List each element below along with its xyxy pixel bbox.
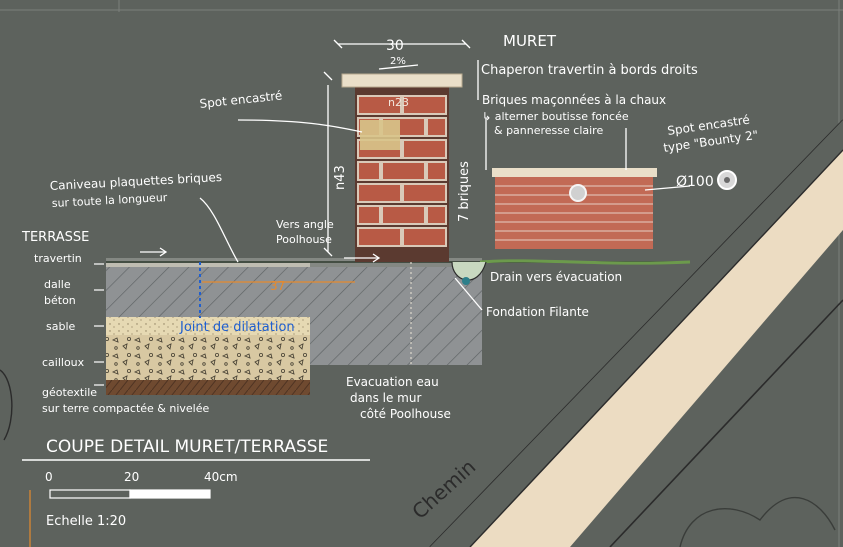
chemin-gap: [430, 120, 843, 547]
spot-symbol-center: [724, 177, 730, 183]
dalle-hatch: [106, 267, 310, 317]
dim-37-label: 37: [270, 279, 285, 293]
layer-sable: sable: [46, 320, 76, 333]
vers-angle-label-2: Poolhouse: [276, 233, 332, 246]
tree-sketch: [0, 369, 13, 441]
chemin-edge-bottom: [609, 299, 843, 547]
grass-line: [479, 259, 691, 265]
seven-bricks-label: 7 briques: [457, 161, 472, 222]
dimension-lines: [140, 39, 691, 311]
dim-width-30: 30: [386, 38, 404, 54]
scale-tick-40: 40cm: [204, 470, 238, 484]
dim-height-label: n43: [333, 165, 348, 190]
layer-leaders: [94, 263, 104, 386]
bounty-spot-lamp: [569, 184, 587, 202]
joint-dilatation-label: Joint de dilatation: [179, 320, 295, 335]
sable-dots: [106, 317, 310, 335]
evacuation-label-1: Evacuation eau: [346, 375, 439, 389]
bush-sketch: [679, 497, 836, 547]
vers-angle-label-1: Vers angle: [276, 218, 334, 231]
layer-travertin: travertin: [34, 252, 82, 265]
soil-hatch: [106, 380, 310, 395]
chaperon-coping: [341, 73, 463, 88]
terrasse-heading: TERRASSE: [21, 230, 89, 245]
diameter-label: Ø100: [676, 174, 714, 190]
layer-cailloux: cailloux: [42, 356, 85, 369]
cailloux-pattern: [106, 335, 310, 380]
fondation-hatch: [310, 267, 482, 365]
scale-tick-20: 20: [124, 470, 139, 484]
layer-dalle-2: béton: [44, 294, 76, 307]
scale-tick-0: 0: [45, 470, 53, 484]
layer-geotextile-1: géotextile: [42, 386, 97, 399]
caniveau-label-1: Caniveau plaquettes briques: [49, 170, 222, 193]
recessed-spot-box: [360, 120, 400, 150]
spot-encastre-label: Spot encastré: [199, 88, 283, 111]
scale-label: Echelle 1:20: [46, 514, 126, 529]
muret-heading: MURET: [503, 32, 557, 50]
alterner-label-1: ↳ alterner boutisse foncée: [482, 110, 629, 123]
drain-pipe: [462, 277, 470, 285]
scale-bar-empty: [49, 489, 131, 499]
brick-count-label: n23: [388, 96, 409, 109]
chemin-edge-inner: [469, 149, 843, 547]
alterner-label-2: & panneresse claire: [494, 124, 603, 137]
pier-bricks: [357, 95, 447, 247]
chaperon-label: Chaperon travertin à bords droits: [481, 63, 698, 78]
elevation-coping: [492, 168, 657, 177]
evacuation-label-3: côté Poolhouse: [360, 407, 451, 421]
scale-bar-filled: [129, 489, 211, 499]
layer-dalle-1: dalle: [44, 278, 71, 291]
fondation-label: Fondation Filante: [486, 305, 589, 319]
layer-geotextile-2: sur terre compactée & nivelée: [42, 402, 209, 415]
evacuation-label-2: dans le mur: [350, 391, 421, 405]
slope-label: 2%: [390, 56, 406, 67]
caniveau-label-2: sur toute la longueur: [51, 191, 168, 210]
briques-maconnees-label: Briques maçonnées à la chaux: [482, 93, 666, 107]
drawing-title: COUPE DETAIL MURET/TERRASSE: [46, 437, 328, 457]
drain-label: Drain vers évacuation: [490, 270, 622, 284]
